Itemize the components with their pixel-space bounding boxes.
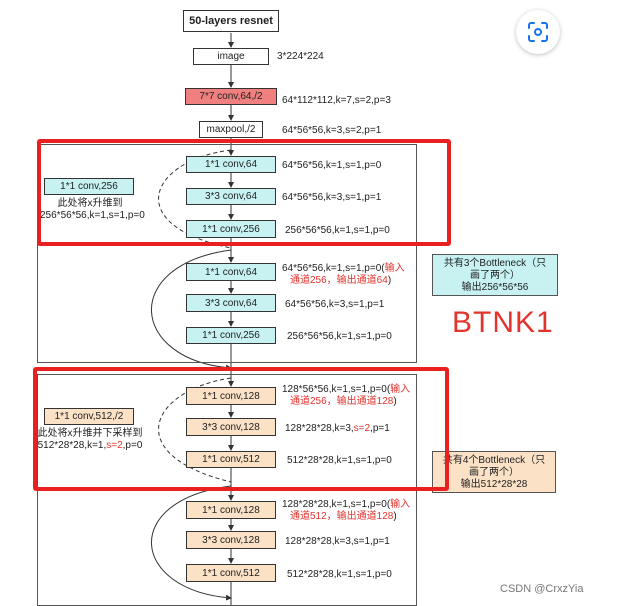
- s1b2-conv2: 3*3 conv,64: [186, 294, 276, 312]
- stage1-frame: [37, 144, 417, 363]
- s1b2-conv1-params: 64*56*56,k=1,s=1,p=0(输入: [282, 263, 405, 274]
- s1b1-conv2-params: 64*56*56,k=3,s=1,p=1: [282, 192, 382, 203]
- btnk2-highlight: [33, 367, 449, 491]
- s1b1-conv1-params: 64*56*56,k=1,s=1,p=0: [282, 160, 382, 171]
- s1b2-conv1: 1*1 conv,64: [186, 263, 276, 281]
- s2-shortcut-desc: 此处将x升维并下采样到: [37, 428, 143, 439]
- diagram-title: 50-layers resnet: [183, 10, 279, 32]
- maxpool-params: 64*56*56,k=3,s=2,p=1: [282, 125, 382, 136]
- stage2-summary: 共有4个Bottleneck（只 画了两个） 输出512*28*28: [432, 451, 556, 493]
- stage1-summary: 共有3个Bottleneck（只 画了两个） 输出256*56*56: [432, 254, 558, 296]
- s2b1-conv1-note: 通道256，输出通道128): [290, 396, 397, 407]
- s1b2-conv1-note: 通道256，输出通道64): [290, 275, 392, 286]
- image-shape: 3*224*224: [277, 51, 324, 62]
- btnk1-label: BTNK1: [452, 306, 554, 339]
- s2b2-conv1-note: 通道512，输出通道128): [290, 511, 397, 522]
- maxpool-node: maxpool,/2: [199, 121, 263, 138]
- s2b2-conv3-params: 512*28*28,k=1,s=1,p=0: [287, 569, 392, 580]
- s1b2-conv2-params: 64*56*56,k=3,s=1,p=1: [285, 299, 385, 310]
- stem-conv-params: 64*112*112,k=7,s=2,p=3: [282, 95, 391, 106]
- s2b1-conv3: 1*1 conv,512: [186, 451, 276, 468]
- csdn-watermark: CSDN @CrxzYia: [500, 583, 584, 595]
- s2b2-conv1: 1*1 conv,128: [186, 501, 276, 519]
- s1-shortcut-conv: 1*1 conv,256: [44, 178, 134, 195]
- s1b1-conv1: 1*1 conv,64: [186, 156, 276, 173]
- s2b1-conv2-params: 128*28*28,k=3,s=2,p=1: [285, 423, 390, 434]
- stem-conv-node: 7*7 conv,64,/2: [185, 88, 277, 105]
- s2b2-conv2: 3*3 conv,128: [186, 531, 276, 549]
- s2b1-conv1-params: 128*56*56,k=1,s=1,p=0(输入: [282, 384, 411, 395]
- s1b1-conv3: 1*1 conv,256: [186, 220, 276, 238]
- s2-shortcut-params: 512*28*28,k=1,s=2,p=0: [37, 440, 143, 451]
- s2-shortcut-conv: 1*1 conv,512,/2: [44, 408, 134, 425]
- lens-scan-button[interactable]: [516, 10, 560, 54]
- lens-scan-icon: [528, 22, 548, 42]
- s1b1-conv2: 3*3 conv,64: [186, 188, 276, 205]
- s1-shortcut-params: 256*56*56,k=1,s=1,p=0: [40, 210, 145, 221]
- s1b2-conv3: 1*1 conv,256: [186, 327, 276, 344]
- s2b2-conv2-params: 128*28*28,k=3,s=1,p=1: [285, 536, 390, 547]
- image-node: image: [193, 48, 269, 65]
- s2b2-conv3: 1*1 conv,512: [186, 564, 276, 582]
- s2b1-conv1: 1*1 conv,128: [186, 387, 276, 405]
- btnk1-highlight: [37, 139, 451, 246]
- s1b1-conv3-params: 256*56*56,k=1,s=1,p=0: [285, 225, 390, 236]
- s1-shortcut-desc: 此处将x升维到: [57, 198, 123, 209]
- s2b2-conv1-params: 128*28*28,k=1,s=1,p=0(输入: [282, 499, 411, 510]
- s2b1-conv2: 3*3 conv,128: [186, 418, 276, 436]
- s2b1-conv3-params: 512*28*28,k=1,s=1,p=0: [287, 455, 392, 466]
- s1b2-conv3-params: 256*56*56,k=1,s=1,p=0: [287, 331, 392, 342]
